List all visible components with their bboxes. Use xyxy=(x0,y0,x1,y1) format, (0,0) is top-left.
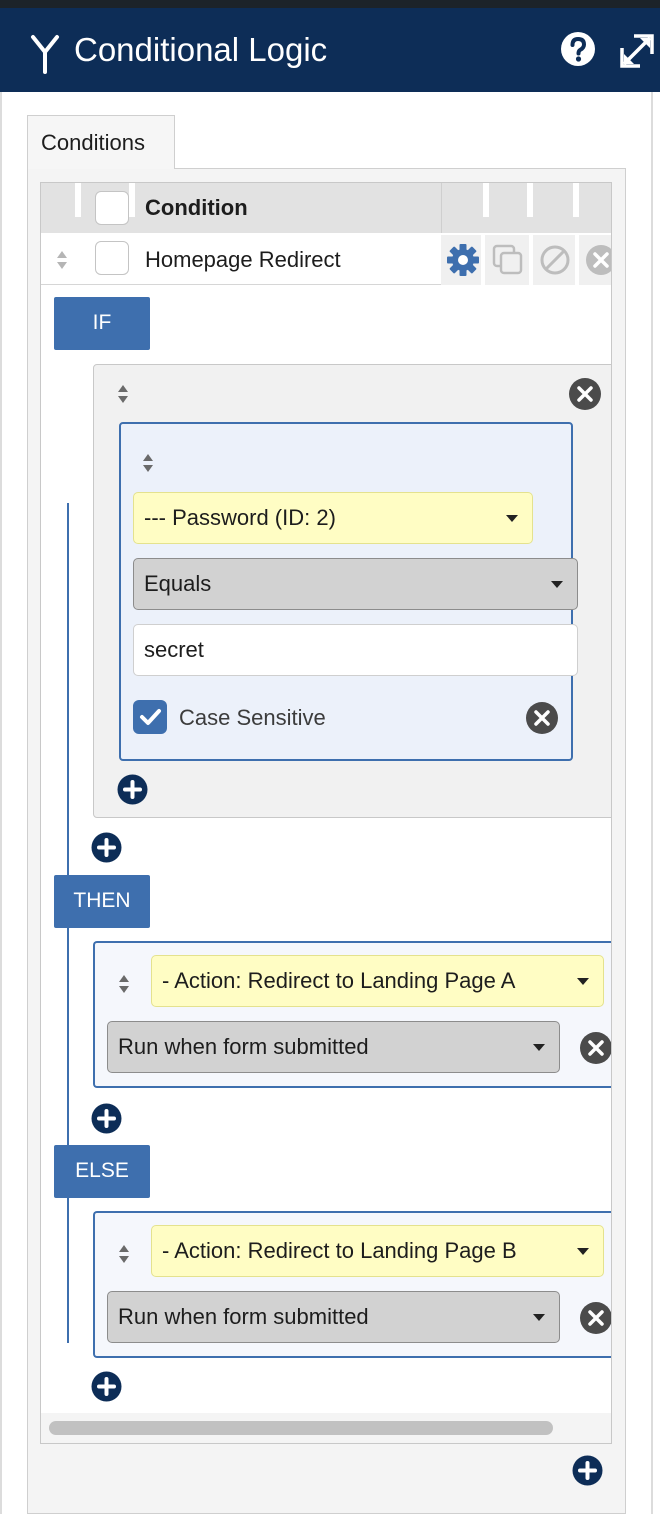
panel-header: Conditional Logic xyxy=(0,8,660,92)
remove-condition-icon[interactable] xyxy=(525,701,559,735)
sort-handle-icon[interactable] xyxy=(117,1243,131,1265)
copy-icon[interactable] xyxy=(491,243,525,277)
add-condition-row-icon[interactable] xyxy=(572,1455,603,1486)
value-input[interactable]: secret xyxy=(133,624,578,676)
field-select-value: --- Password (ID: 2) xyxy=(144,505,336,530)
else-trigger-select[interactable]: Run when form submitted xyxy=(107,1291,560,1343)
operator-select[interactable]: Equals xyxy=(133,558,578,610)
case-sensitive-label: Case Sensitive xyxy=(179,705,326,730)
chevron-down-icon xyxy=(551,581,563,588)
operator-select-value: Equals xyxy=(144,571,212,596)
gear-icon[interactable] xyxy=(446,243,480,277)
header-separator xyxy=(527,183,533,217)
else-trigger-value: Run when form submitted xyxy=(118,1304,369,1329)
then-action-value: - Action: Redirect to Landing Page A xyxy=(162,968,516,993)
add-group-icon[interactable] xyxy=(91,832,122,863)
check-icon xyxy=(140,709,161,725)
column-header-condition: Condition xyxy=(145,195,248,220)
grid-header-row: Condition xyxy=(41,183,611,233)
condition-name[interactable]: Homepage Redirect xyxy=(145,247,341,272)
else-block: ELSE xyxy=(54,1145,150,1198)
fork-icon xyxy=(31,35,59,74)
remove-then-action-icon[interactable] xyxy=(579,1031,612,1065)
field-select[interactable]: --- Password (ID: 2) xyxy=(133,492,533,544)
remove-else-action-icon[interactable] xyxy=(579,1301,612,1335)
expand-icon[interactable] xyxy=(618,32,656,70)
then-trigger-value: Run when form submitted xyxy=(118,1034,369,1059)
value-input-text: secret xyxy=(144,637,204,662)
panel-left-border xyxy=(0,92,2,1514)
scrollbar-thumb[interactable] xyxy=(49,1421,553,1435)
panel-right-border xyxy=(651,92,653,1514)
row-checkbox[interactable] xyxy=(95,241,129,275)
help-icon[interactable] xyxy=(560,31,596,67)
tool-separator xyxy=(575,235,579,285)
sort-handle-icon[interactable] xyxy=(116,383,130,405)
header-separator xyxy=(75,183,81,217)
chevron-down-icon xyxy=(533,1314,545,1321)
row-tools xyxy=(441,235,612,285)
chevron-down-icon xyxy=(533,1044,545,1051)
sort-handle-icon[interactable] xyxy=(55,249,69,271)
header-separator xyxy=(573,183,579,217)
sort-handle-icon[interactable] xyxy=(117,973,131,995)
chevron-down-icon xyxy=(506,515,518,522)
conditions-grid: Condition Homepage Redirect xyxy=(40,182,612,1444)
then-trigger-select[interactable]: Run when form submitted xyxy=(107,1021,560,1073)
select-all-checkbox[interactable] xyxy=(95,191,129,225)
tool-separator xyxy=(481,235,485,285)
disable-icon[interactable] xyxy=(538,243,572,277)
table-row[interactable]: Homepage Redirect xyxy=(41,235,612,285)
add-condition-icon[interactable] xyxy=(117,774,148,805)
delete-icon[interactable] xyxy=(584,243,612,277)
else-action-value: - Action: Redirect to Landing Page B xyxy=(162,1238,517,1263)
header-separator xyxy=(129,183,135,217)
panel-title: Conditional Logic xyxy=(74,31,328,68)
header-separator xyxy=(441,183,442,233)
header-separator xyxy=(483,183,489,217)
chevron-down-icon xyxy=(577,1248,589,1255)
remove-group-icon[interactable] xyxy=(568,377,602,411)
chevron-down-icon xyxy=(577,978,589,985)
then-block: THEN xyxy=(54,875,150,928)
sort-handle-icon[interactable] xyxy=(141,452,155,474)
else-action-select[interactable]: - Action: Redirect to Landing Page B xyxy=(151,1225,604,1277)
case-sensitive-checkbox[interactable] xyxy=(133,700,167,734)
tab-conditions[interactable]: Conditions xyxy=(27,115,175,169)
top-strip xyxy=(0,0,660,8)
add-else-action-icon[interactable] xyxy=(91,1371,122,1402)
tool-separator xyxy=(529,235,533,285)
then-action-select[interactable]: - Action: Redirect to Landing Page A xyxy=(151,955,604,1007)
if-block: IF xyxy=(54,297,150,350)
add-then-action-icon[interactable] xyxy=(91,1103,122,1134)
